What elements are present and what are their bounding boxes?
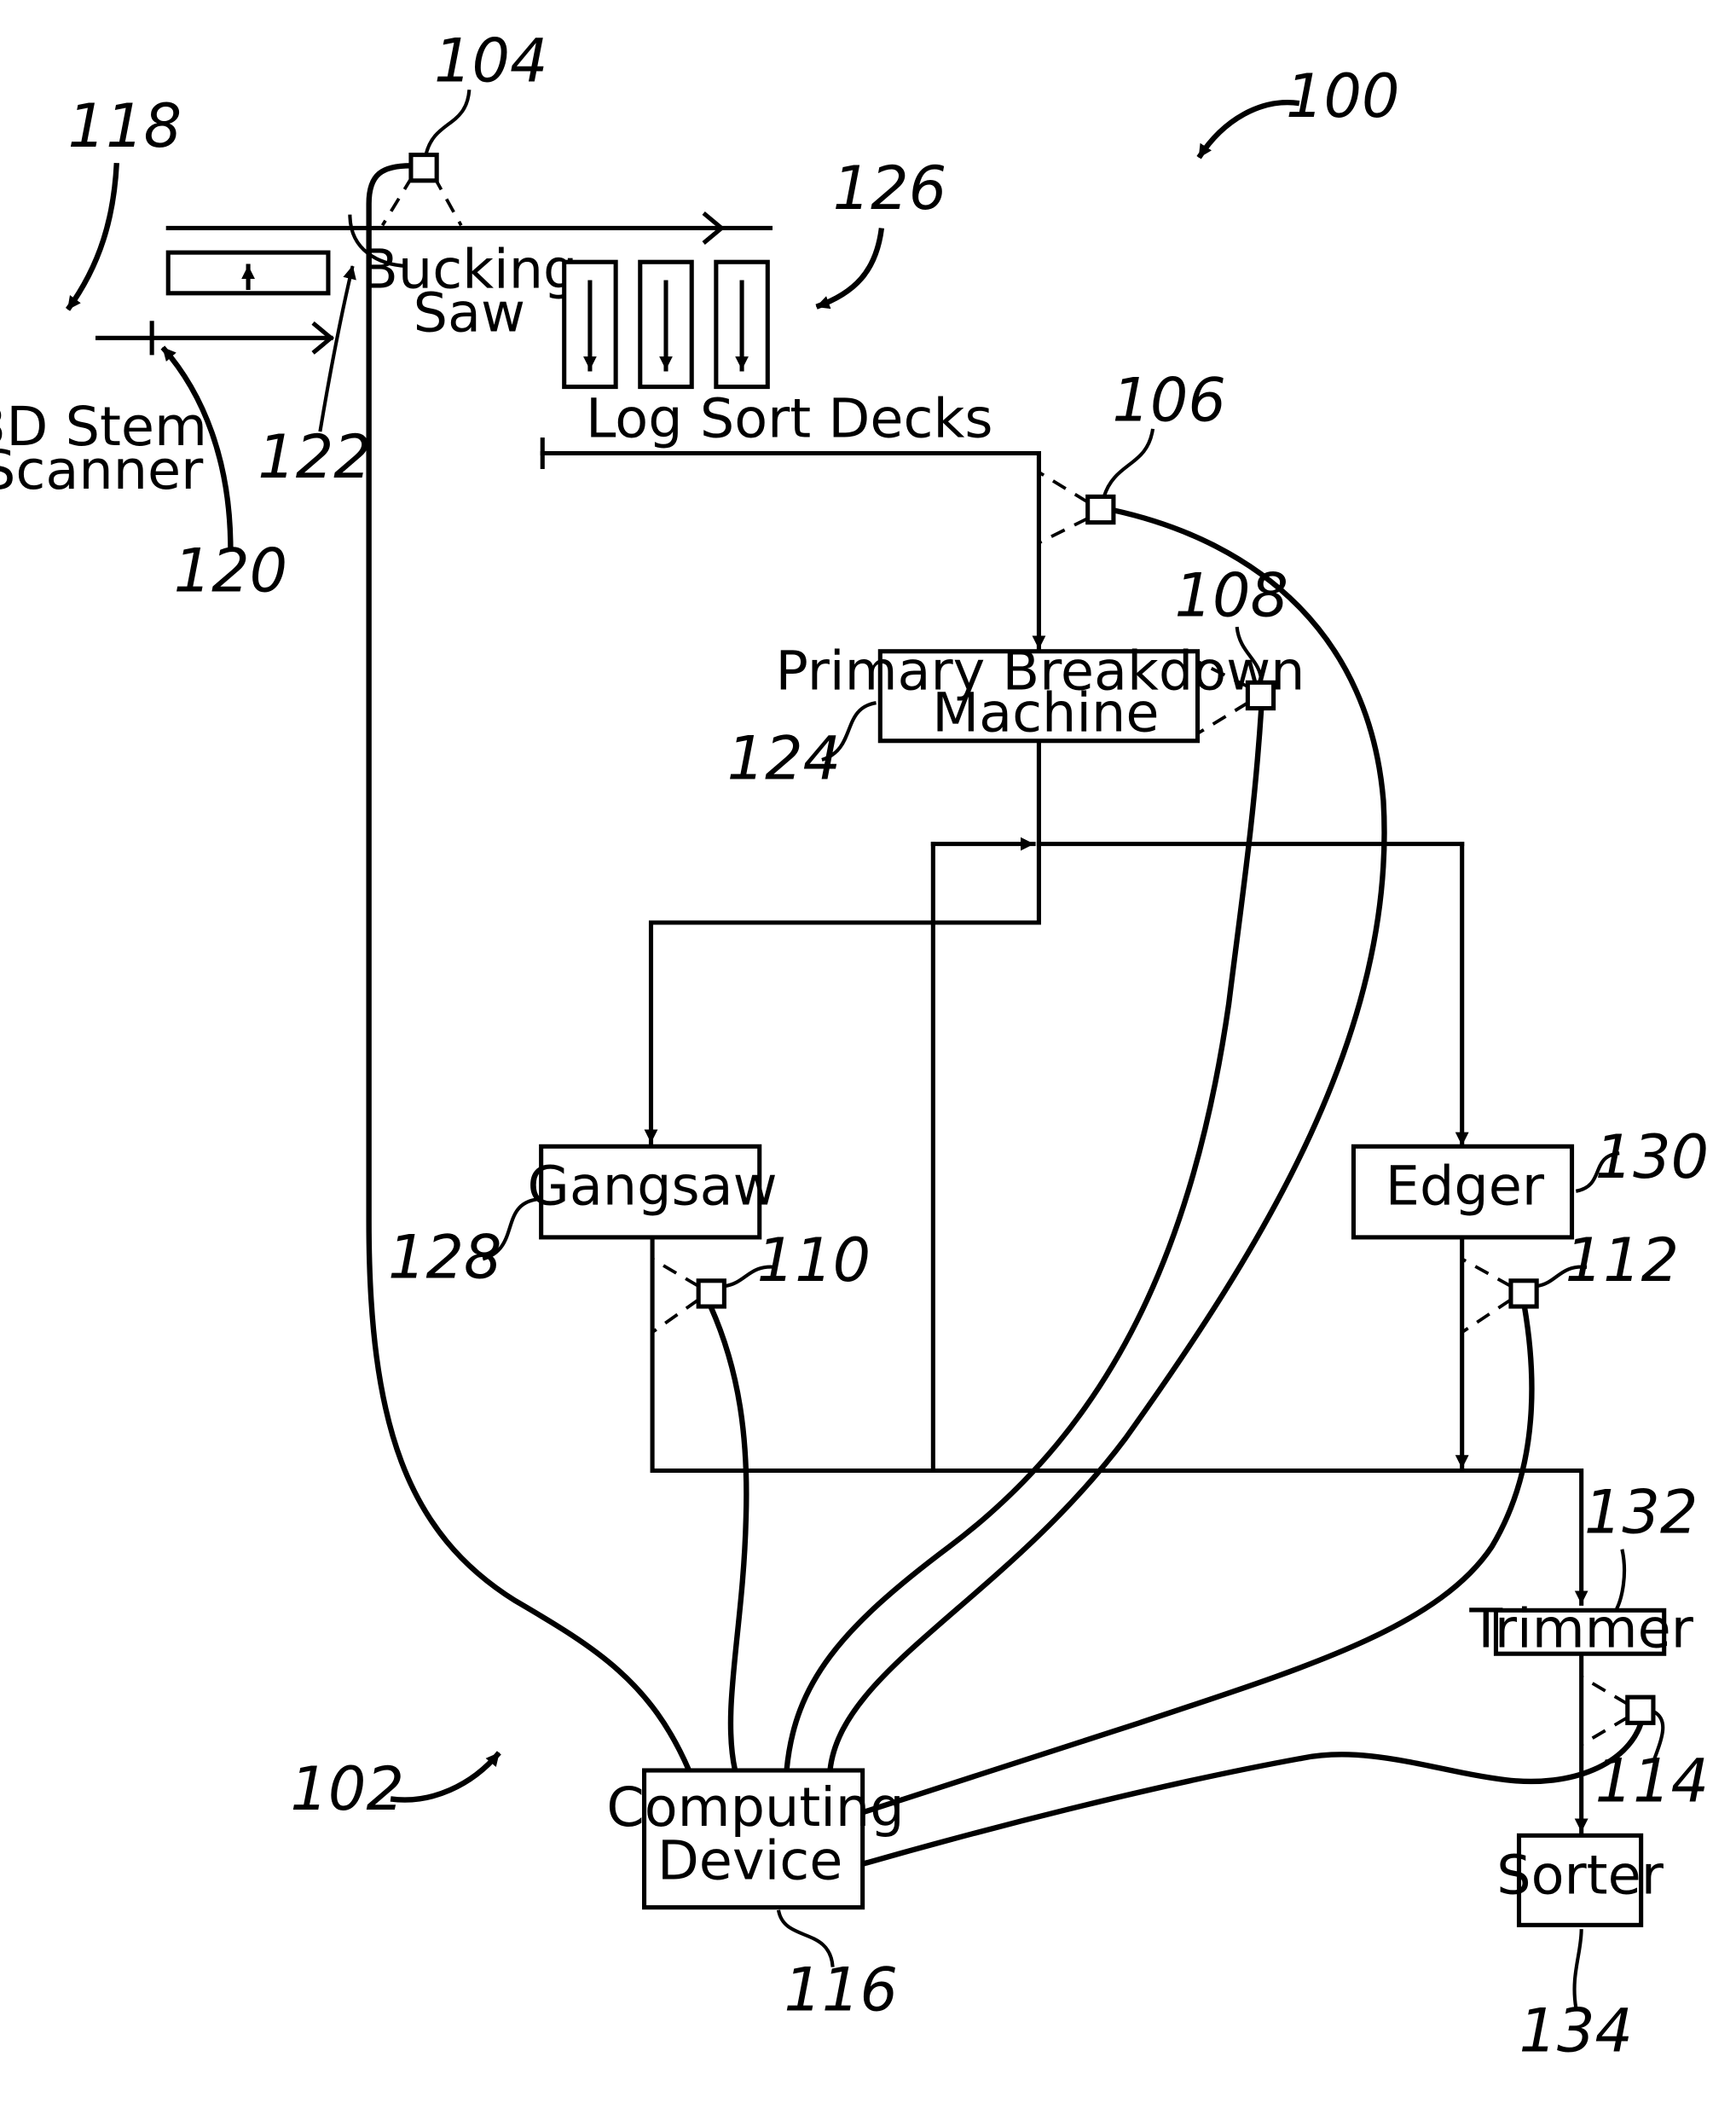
sensor-114-view-cone	[1582, 1677, 1628, 1745]
cable-sensor-110	[710, 1306, 746, 1770]
gangsaw-label: Gangsaw	[528, 1156, 778, 1219]
ref-130: 130	[1595, 1122, 1710, 1192]
ref-100: 100	[1286, 61, 1400, 131]
ref-110: 110	[757, 1225, 871, 1295]
flow-line	[651, 744, 1039, 1143]
sensor-110-icon	[698, 1281, 724, 1306]
ref-132: 132	[1584, 1478, 1698, 1548]
ref-126-arrow	[817, 228, 882, 306]
ref-108: 108	[1175, 560, 1289, 630]
sensor-108-icon	[1247, 682, 1273, 708]
sensor-cables	[369, 165, 1641, 1863]
sensor-110-view-cone	[652, 1259, 698, 1332]
sensor-106	[1039, 472, 1113, 543]
flow-from-primary	[651, 744, 1462, 1471]
sensor-112-view-cone	[1462, 1259, 1511, 1332]
ref-118: 118	[68, 91, 182, 161]
sensor-106-view-cone	[1039, 472, 1087, 543]
scanner-label-line2: Scanner	[0, 439, 204, 502]
ref-118-arrow	[68, 163, 117, 310]
sensor-110	[652, 1259, 724, 1332]
flow-to-primary	[542, 440, 1039, 649]
sensor-112-icon	[1511, 1281, 1536, 1306]
sensor-104-view-cone	[383, 177, 461, 225]
ref-122: 122	[258, 422, 372, 492]
ref-112: 112	[1565, 1225, 1680, 1295]
ref-102-arrow	[391, 1752, 499, 1799]
ref-116: 116	[784, 1955, 898, 2025]
ref-106: 106	[1112, 365, 1226, 435]
ref-104-leader	[425, 90, 469, 154]
sorter-label: Sorter	[1496, 1845, 1664, 1908]
cable-sensor-112	[863, 1306, 1532, 1812]
sensor-114-icon	[1628, 1697, 1653, 1723]
log-sort-decks-label: Log Sort Decks	[586, 387, 993, 450]
ref-106-leader	[1104, 429, 1153, 497]
scanner-conveyor	[98, 323, 332, 353]
sensor-114	[1582, 1677, 1653, 1745]
computing-device-label-line2: Device	[657, 1829, 843, 1892]
trimmer-label: Trimmer	[1468, 1597, 1693, 1660]
sensor-106-icon	[1088, 496, 1114, 522]
ref-104: 104	[434, 26, 548, 96]
ref-126: 126	[833, 154, 947, 223]
edger-label: Edger	[1386, 1156, 1545, 1219]
log-sort-decks	[564, 262, 768, 386]
bucking-saw-label-line2: Saw	[414, 281, 525, 345]
ref-100-arrow	[1199, 102, 1299, 158]
primary-breakdown-label-line2: Machine	[932, 682, 1159, 745]
ref-102: 102	[290, 1754, 404, 1824]
sensor-104-icon	[411, 155, 437, 181]
